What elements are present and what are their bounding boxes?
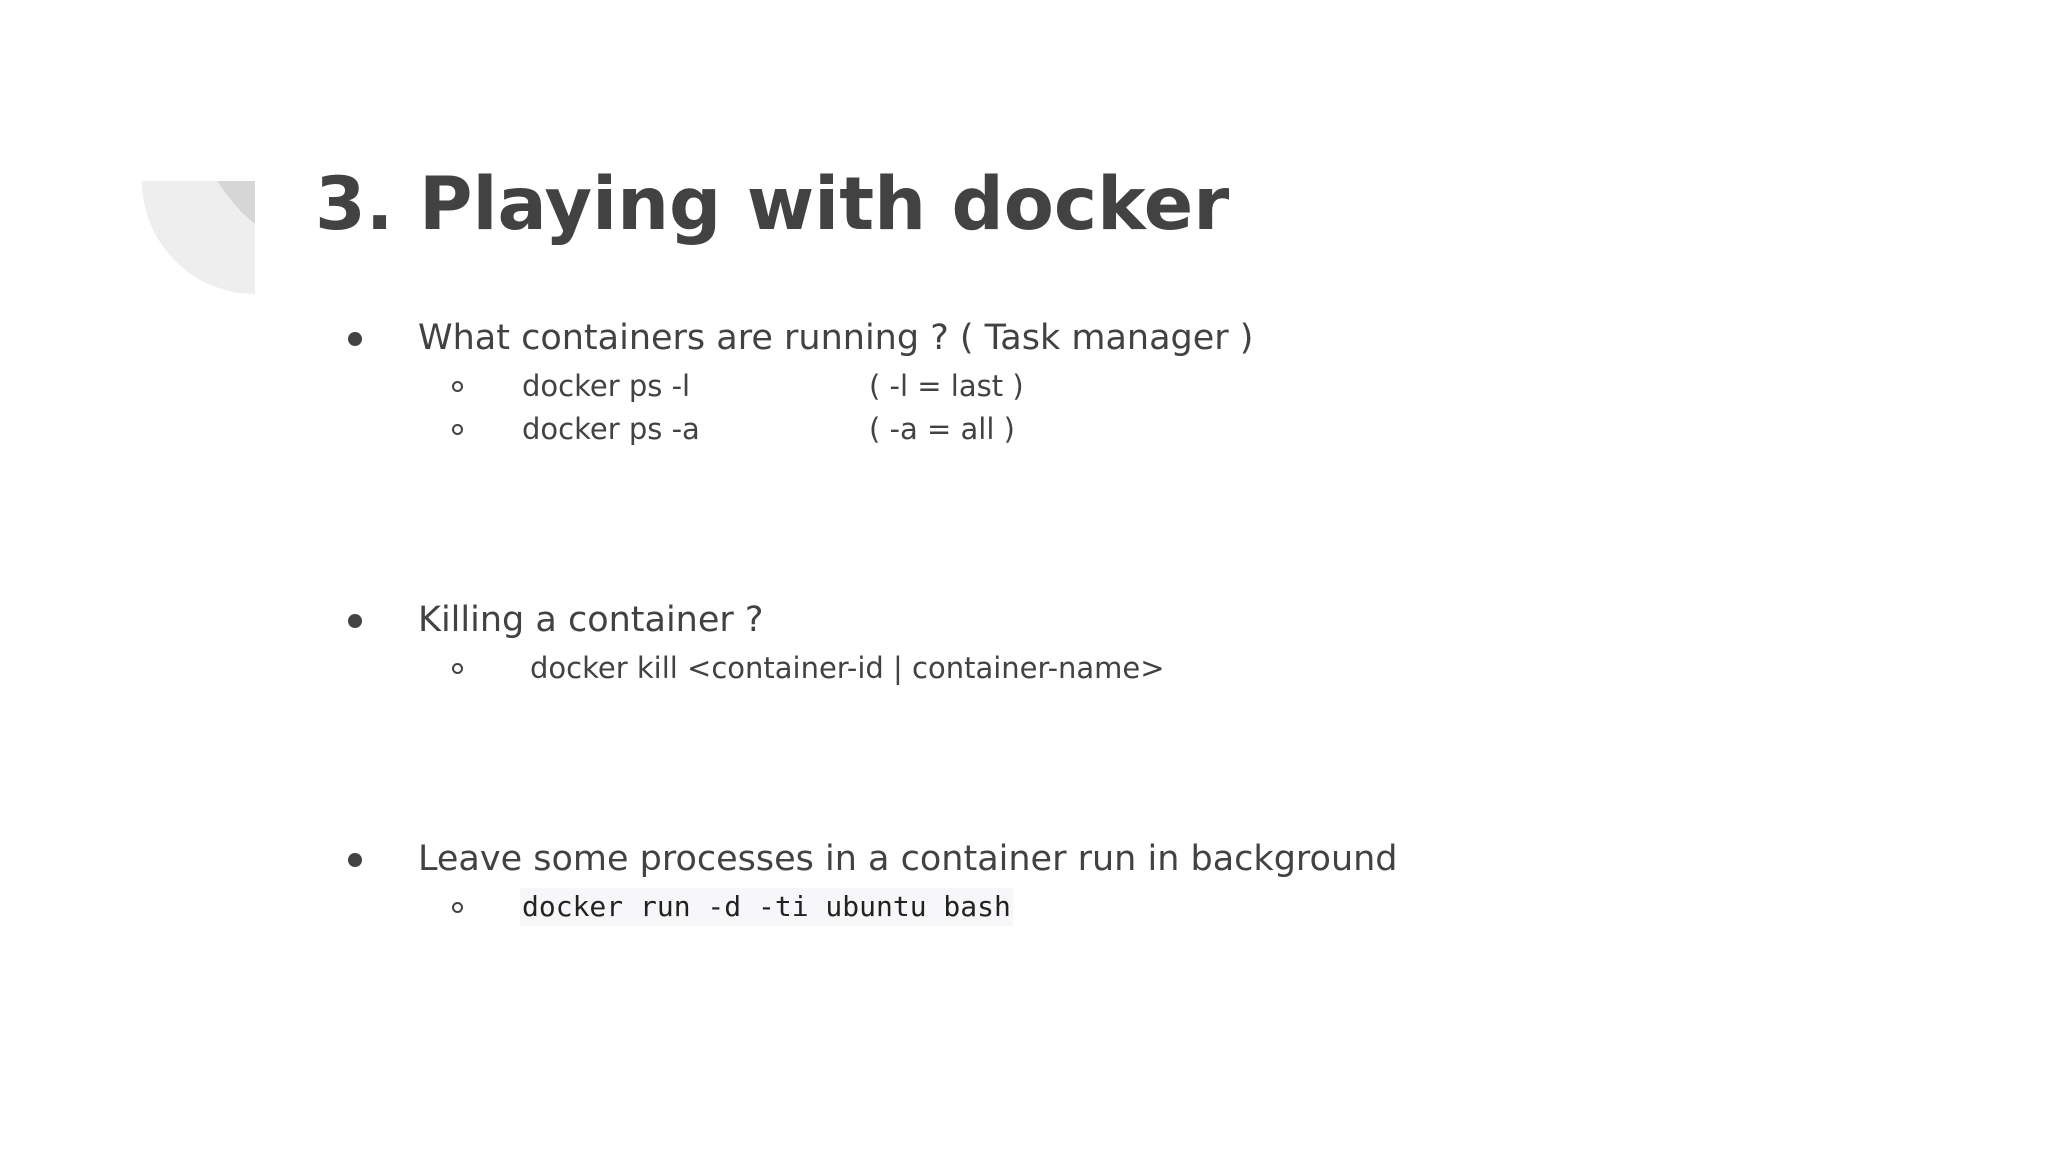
bullet-dot-icon [348,332,362,346]
sub-bullet-circle-icon [452,902,463,913]
sub-bullet-circle-icon [452,381,463,392]
sub-item-note: ( -l = last ) [869,369,1024,403]
sub-item-command: docker kill <container-id | container-na… [530,651,1165,685]
sub-item-code-command: docker run -d -ti ubuntu bash [520,888,1013,926]
slide-title: 3. Playing with docker [315,162,1230,247]
bullet-text: Leave some processes in a container run … [418,839,1398,879]
sub-item-command: docker ps -l [522,369,691,403]
sub-item-command: docker ps -a [522,412,700,446]
corner-decoration [142,181,255,294]
bullet-text: Killing a container ? [418,600,764,640]
bullet-text: What containers are running ? ( Task man… [418,318,1254,358]
sub-bullet-circle-icon [452,663,463,674]
bullet-dot-icon [348,853,362,867]
sub-bullet-circle-icon [452,424,463,435]
bullet-dot-icon [348,614,362,628]
sub-item-note: ( -a = all ) [869,412,1015,446]
